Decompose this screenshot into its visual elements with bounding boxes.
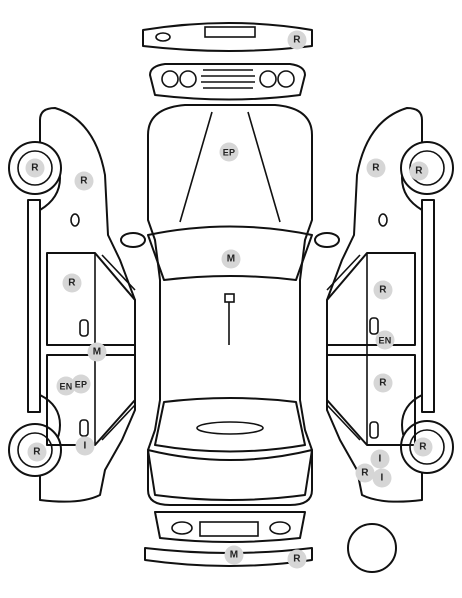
mark-left-front-wheel[interactable]: R	[25, 158, 45, 178]
mark-rear-bumper-b[interactable]: R	[287, 549, 307, 569]
right-side[interactable]	[326, 107, 454, 503]
mark-rear-bumper-a[interactable]: M	[224, 545, 244, 565]
mark-left-rear-door-a[interactable]: EN	[56, 376, 76, 396]
rear-bumper[interactable]	[144, 547, 313, 567]
front-bumper[interactable]	[142, 22, 313, 52]
mark-right-rear-wheel[interactable]: R	[413, 437, 433, 457]
mark-left-rear-wheel[interactable]: R	[27, 442, 47, 462]
spare-wheel[interactable]	[347, 523, 397, 573]
mark-left-pillar[interactable]: M	[87, 342, 107, 362]
mark-left-front-door[interactable]: R	[62, 273, 82, 293]
mark-right-rear-quarter-a[interactable]: I	[370, 449, 390, 469]
mark-hood[interactable]: EP	[219, 142, 239, 162]
mark-right-front-door-handle[interactable]: EN	[375, 330, 395, 350]
mark-windshield[interactable]: M	[221, 249, 241, 269]
car-body[interactable]	[120, 104, 340, 506]
mark-left-rear-door-b[interactable]: EP	[71, 374, 91, 394]
mark-right-rear-quarter-c[interactable]: I	[372, 468, 392, 488]
mark-right-front-wheel[interactable]: R	[409, 161, 429, 181]
mark-right-front-door[interactable]: R	[373, 280, 393, 300]
mark-left-rear-quarter[interactable]: I	[75, 436, 95, 456]
mark-front-bumper-top[interactable]: R	[287, 30, 307, 50]
mark-right-front-fender[interactable]: R	[366, 158, 386, 178]
front-face[interactable]	[149, 63, 306, 101]
mark-right-rear-door[interactable]: R	[373, 373, 393, 393]
rear-face[interactable]	[154, 511, 306, 543]
mark-left-front-fender[interactable]: R	[74, 171, 94, 191]
mark-right-rear-quarter-b[interactable]: R	[355, 463, 375, 483]
